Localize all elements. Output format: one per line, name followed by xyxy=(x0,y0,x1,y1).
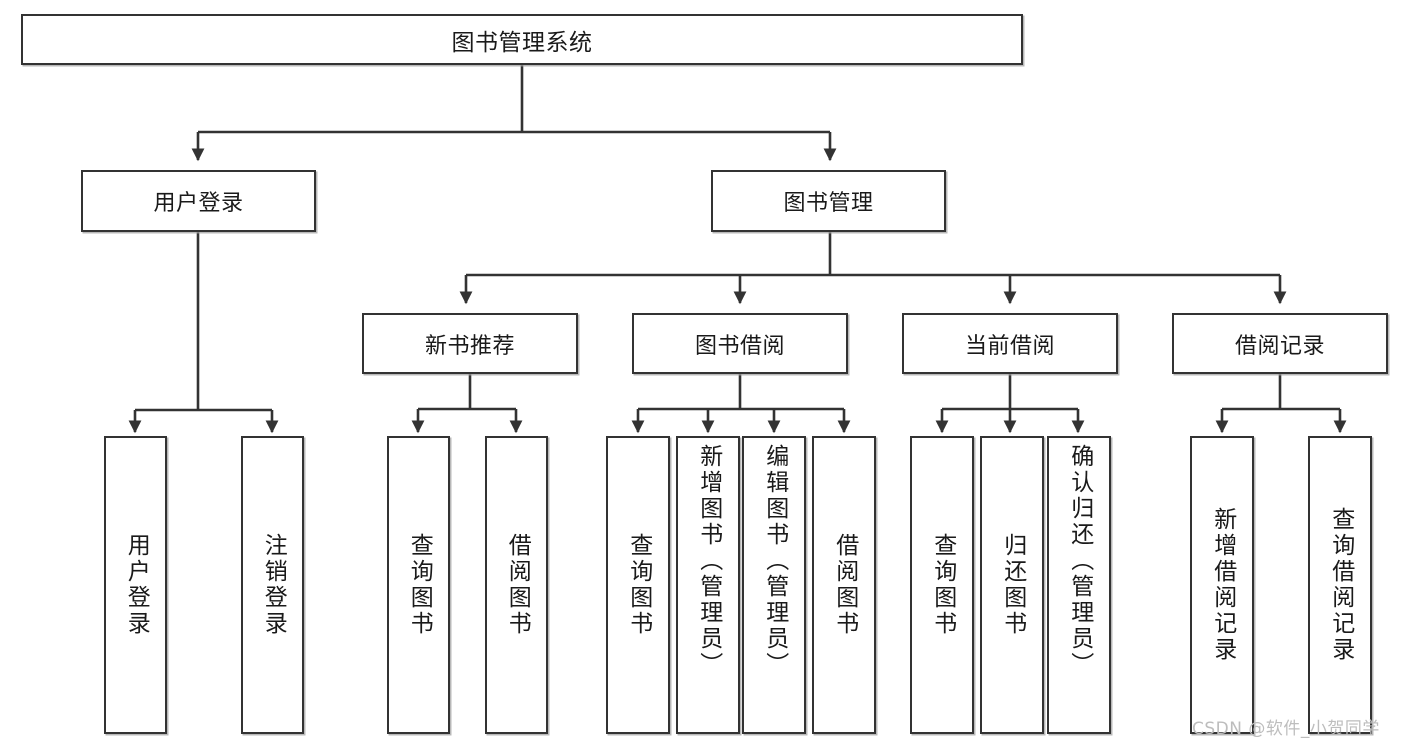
node-label: 归还图书 xyxy=(999,533,1026,637)
node-label: 用户登录 xyxy=(153,191,244,216)
node-label: 新增借阅记录 xyxy=(1209,507,1236,663)
leaf-recommend-borrow-book[interactable]: 借阅图书 xyxy=(485,436,548,734)
csdn-watermark: CSDN @软件_小贺同学 xyxy=(1192,719,1380,739)
node-label: 借阅图书 xyxy=(831,533,858,637)
node-label: 查询图书 xyxy=(625,533,652,637)
node-label: 查询图书 xyxy=(929,533,956,637)
leaf-user-login-signin[interactable]: 用户登录 xyxy=(104,436,167,734)
node-label: 确认归还（管理员） xyxy=(1066,444,1093,678)
node-label: 图书管理系统 xyxy=(451,29,593,56)
leaf-user-login-signout[interactable]: 注销登录 xyxy=(241,436,304,734)
node-current-borrow[interactable]: 当前借阅 xyxy=(902,313,1118,374)
node-new-book-recommend[interactable]: 新书推荐 xyxy=(362,313,578,374)
node-label: 图书借阅 xyxy=(694,333,785,359)
leaf-recommend-query-book[interactable]: 查询图书 xyxy=(387,436,450,734)
leaf-record-query-record[interactable]: 查询借阅记录 xyxy=(1308,436,1372,734)
node-root-system[interactable]: 图书管理系统 xyxy=(21,14,1023,65)
node-label: 编辑图书（管理员） xyxy=(761,444,788,678)
node-label: 当前借阅 xyxy=(964,333,1055,359)
leaf-current-confirm-return-admin[interactable]: 确认归还（管理员） xyxy=(1047,436,1111,734)
leaf-current-return-book[interactable]: 归还图书 xyxy=(980,436,1044,734)
node-user-login[interactable]: 用户登录 xyxy=(81,170,316,232)
leaf-borrow-add-book-admin[interactable]: 新增图书（管理员） xyxy=(676,436,740,734)
node-label: 图书管理 xyxy=(783,191,874,216)
node-label: 借阅图书 xyxy=(504,533,531,637)
leaf-record-add-record[interactable]: 新增借阅记录 xyxy=(1190,436,1254,734)
leaf-borrow-edit-book-admin[interactable]: 编辑图书（管理员） xyxy=(742,436,806,734)
node-label: 查询借阅记录 xyxy=(1327,507,1354,663)
node-label: 注销登录 xyxy=(260,533,287,637)
node-label: 新增图书（管理员） xyxy=(695,444,722,678)
leaf-borrow-query-book[interactable]: 查询图书 xyxy=(606,436,670,734)
node-label: 新书推荐 xyxy=(424,333,515,359)
node-label: 查询图书 xyxy=(406,533,433,637)
leaf-borrow-borrow-book[interactable]: 借阅图书 xyxy=(812,436,876,734)
node-label: 用户登录 xyxy=(123,533,150,637)
node-borrow-record[interactable]: 借阅记录 xyxy=(1172,313,1388,374)
node-book-borrow[interactable]: 图书借阅 xyxy=(632,313,848,374)
node-label: 借阅记录 xyxy=(1234,333,1325,359)
node-book-management[interactable]: 图书管理 xyxy=(711,170,946,232)
leaf-current-query-book[interactable]: 查询图书 xyxy=(910,436,974,734)
